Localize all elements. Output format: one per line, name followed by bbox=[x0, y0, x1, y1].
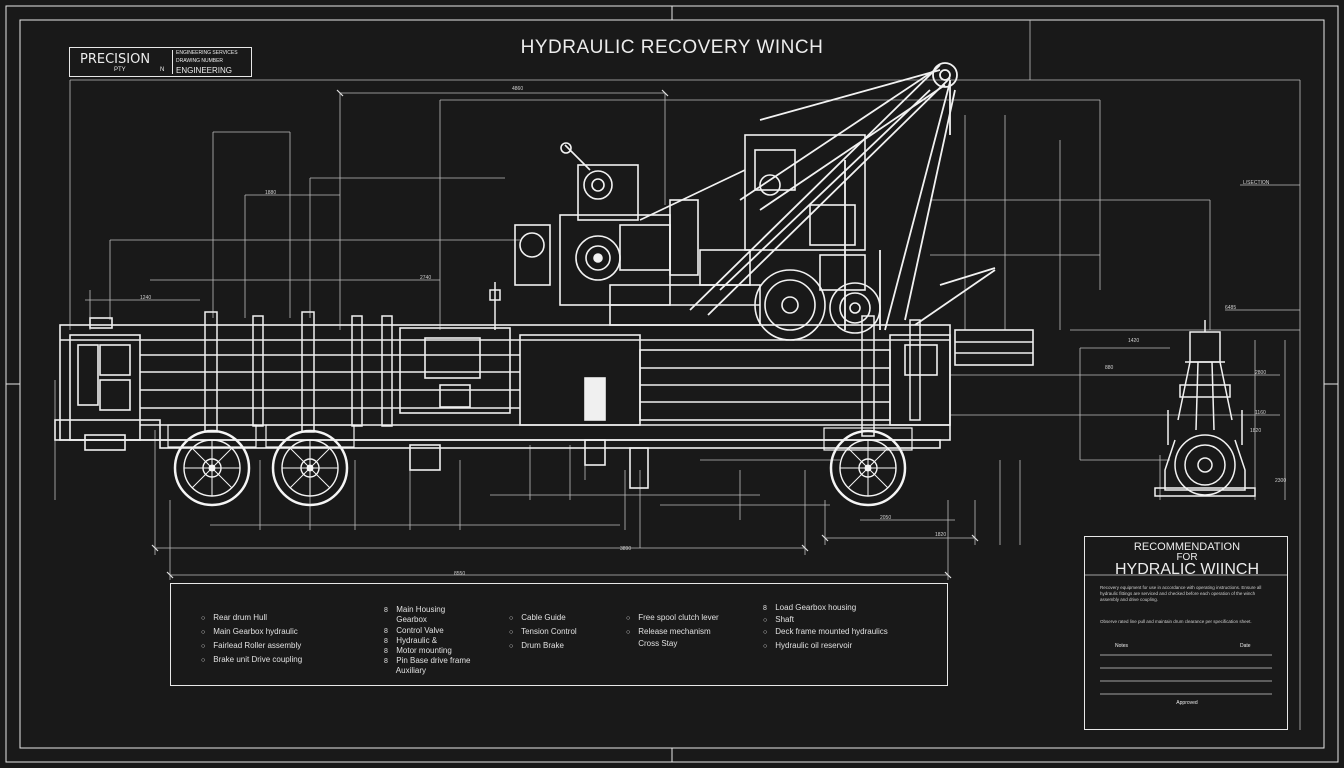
dim-bottom-right-2: 2050 bbox=[880, 515, 892, 521]
legend-item: Cross Stay bbox=[638, 639, 678, 648]
dim-upper-left: 1880 bbox=[265, 190, 277, 196]
winch-boom bbox=[689, 62, 996, 331]
spec-heading: RECOMMENDATION bbox=[1133, 541, 1241, 553]
legend-item: ○ Cable Guide bbox=[509, 613, 566, 622]
chassis bbox=[54, 317, 1034, 489]
drawing-title: HYDRAULIC RECOVERY WINCH bbox=[520, 37, 824, 58]
legend-item: 8 Main Housing bbox=[384, 605, 446, 614]
dim-side-top: 6485 bbox=[1225, 305, 1237, 311]
legend-item: Auxiliary bbox=[395, 666, 427, 675]
logo-right-line-1: ENGINEERING SERVICES bbox=[176, 50, 238, 56]
end-view bbox=[1154, 320, 1256, 497]
wheel-rear bbox=[829, 429, 907, 507]
dim-mid-left: 2740 bbox=[420, 275, 432, 281]
legend-item: ○ Free spool clutch lever bbox=[626, 613, 719, 622]
spec-sub: FOR bbox=[1176, 552, 1198, 563]
wheel-front bbox=[173, 429, 251, 507]
legend-item: 8 Load Gearbox housing bbox=[763, 603, 857, 612]
legend-item: ○ Drum Brake bbox=[509, 641, 564, 650]
dim-lower-left: 1240 bbox=[140, 295, 152, 301]
legend-item: ○ Brake unit Drive coupling bbox=[201, 655, 303, 664]
legend-item: ○ Deck frame mounted hydraulics bbox=[763, 627, 888, 636]
legend-item: 8 Motor mounting bbox=[384, 646, 452, 655]
dim-bottom-right: 1820 bbox=[935, 532, 947, 538]
spec-footer: Approved bbox=[1176, 700, 1198, 706]
wheel-second bbox=[271, 429, 349, 507]
legend-item: ○ Fairlead Roller assembly bbox=[201, 641, 302, 650]
dim-side-d: 2300 bbox=[1275, 478, 1287, 484]
logo-divider bbox=[172, 50, 173, 74]
dim-right-tag: L/SECTION bbox=[1243, 180, 1270, 186]
logo-sub-text: PTY bbox=[114, 67, 126, 73]
legend-item: ○ Shaft bbox=[763, 615, 794, 624]
legend-item: ○ Rear drum Hull bbox=[201, 613, 268, 622]
dim-right-mid: 1420 bbox=[1128, 338, 1140, 344]
legend-item: ○ Hydraulic oil reservoir bbox=[763, 641, 853, 650]
title-block-logo: PRECISION PTY N ENGINEERING SERVICES DRA… bbox=[69, 47, 252, 77]
dim-right-low: 880 bbox=[1105, 365, 1114, 371]
wheels bbox=[167, 424, 913, 507]
legend-item: ○ Release mechanism bbox=[626, 627, 711, 636]
dim-side-a: 2800 bbox=[1255, 370, 1267, 376]
legend-item: ○ Tension Control bbox=[509, 627, 577, 636]
logo-sub-mark: N bbox=[160, 67, 165, 73]
specification-box: RECOMMENDATION FOR HYDRALIC WIINCH Recov… bbox=[1084, 536, 1288, 730]
legend-item: 8 Control Valve bbox=[384, 626, 444, 635]
spec-rules bbox=[1084, 574, 1288, 695]
logo-right-line-3: ENGINEERING bbox=[176, 66, 233, 75]
spec-column-b: Date bbox=[1240, 643, 1251, 649]
spec-paragraph-2: Observe rated line pull and maintain dru… bbox=[1100, 619, 1252, 624]
spec-paragraph-1: Recovery equipment for use in accordance… bbox=[1100, 585, 1262, 602]
spec-column-a: Notes bbox=[1115, 643, 1129, 649]
dim-side-c: 1820 bbox=[1250, 428, 1262, 434]
legend-item: 8 Hydraulic & bbox=[384, 636, 438, 645]
dim-top-span: 4860 bbox=[512, 86, 524, 92]
dimension-lines bbox=[54, 20, 1301, 730]
legend-item: Gearbox bbox=[396, 615, 427, 624]
dim-bottom-sub: 3890 bbox=[620, 546, 632, 552]
logo-main-text: PRECISION bbox=[80, 52, 151, 67]
logo-right-line-2: DRAWING NUMBER bbox=[176, 58, 224, 64]
legend-item: ○ Main Gearbox hydraulic bbox=[201, 627, 298, 636]
legend-item: 8 Pin Base drive frame bbox=[384, 656, 471, 665]
spec-name: HYDRALIC WIINCH bbox=[1114, 561, 1259, 578]
dim-side-b: 1160 bbox=[1255, 410, 1266, 416]
legend-box: ○ Rear drum Hull ○ Main Gearbox hydrauli… bbox=[170, 583, 948, 686]
dim-bottom-overall: 8550 bbox=[454, 571, 466, 577]
